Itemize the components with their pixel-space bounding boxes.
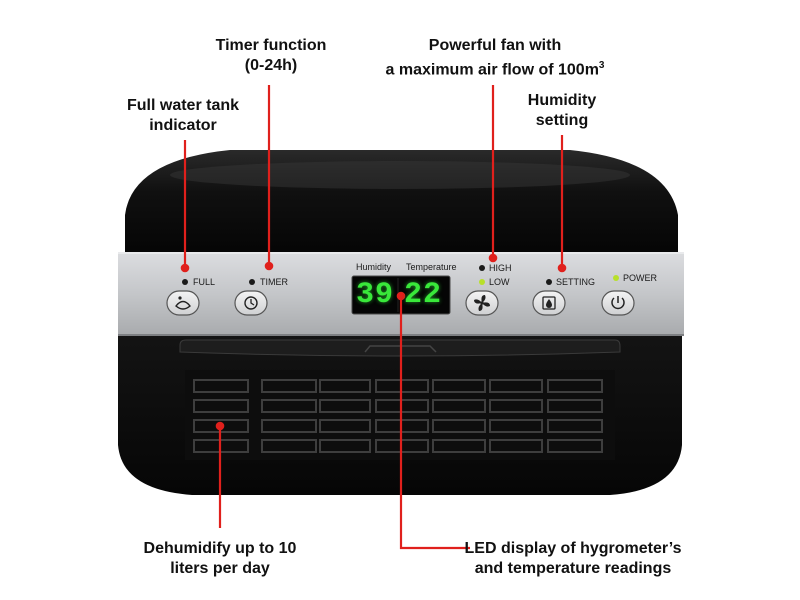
high-label: HIGH (489, 263, 512, 273)
callout-full-tank: Full water tank indicator (126, 97, 240, 134)
power-label: POWER (623, 273, 658, 283)
humidity-display-label: Humidity (356, 262, 392, 272)
timer-indicator-led (249, 279, 255, 285)
top-shell (125, 150, 678, 255)
callout-fan: Powerful fan with a maximum air flow of … (385, 37, 605, 79)
leader-lines (180, 85, 567, 550)
top-highlight (170, 161, 630, 189)
low-label: LOW (489, 277, 510, 287)
leader-led (399, 296, 470, 550)
callout-humidity: Humidity setting (527, 92, 597, 129)
fan-button (465, 290, 499, 316)
full-button (166, 290, 200, 316)
temperature-reading: 22 (404, 278, 443, 312)
setting-button (532, 290, 566, 316)
temperature-display-label: Temperature (406, 262, 457, 272)
callout-timer: Timer function (0-24h) (215, 37, 327, 74)
high-indicator-led (479, 265, 485, 271)
full-indicator-led (182, 279, 188, 285)
low-indicator-led (479, 279, 485, 285)
full-label: FULL (193, 277, 216, 287)
callout-dehumidify: Dehumidify up to 10 liters per day (143, 540, 297, 577)
setting-indicator-led (546, 279, 552, 285)
timer-button (234, 290, 268, 316)
humidity-reading: 39 (356, 278, 395, 312)
setting-label: SETTING (556, 277, 596, 287)
timer-label: TIMER (260, 277, 288, 287)
callout-led-display: LED display of hygrometer’s and temperat… (464, 540, 682, 577)
power-indicator-led (613, 275, 619, 281)
power-button (601, 290, 635, 316)
